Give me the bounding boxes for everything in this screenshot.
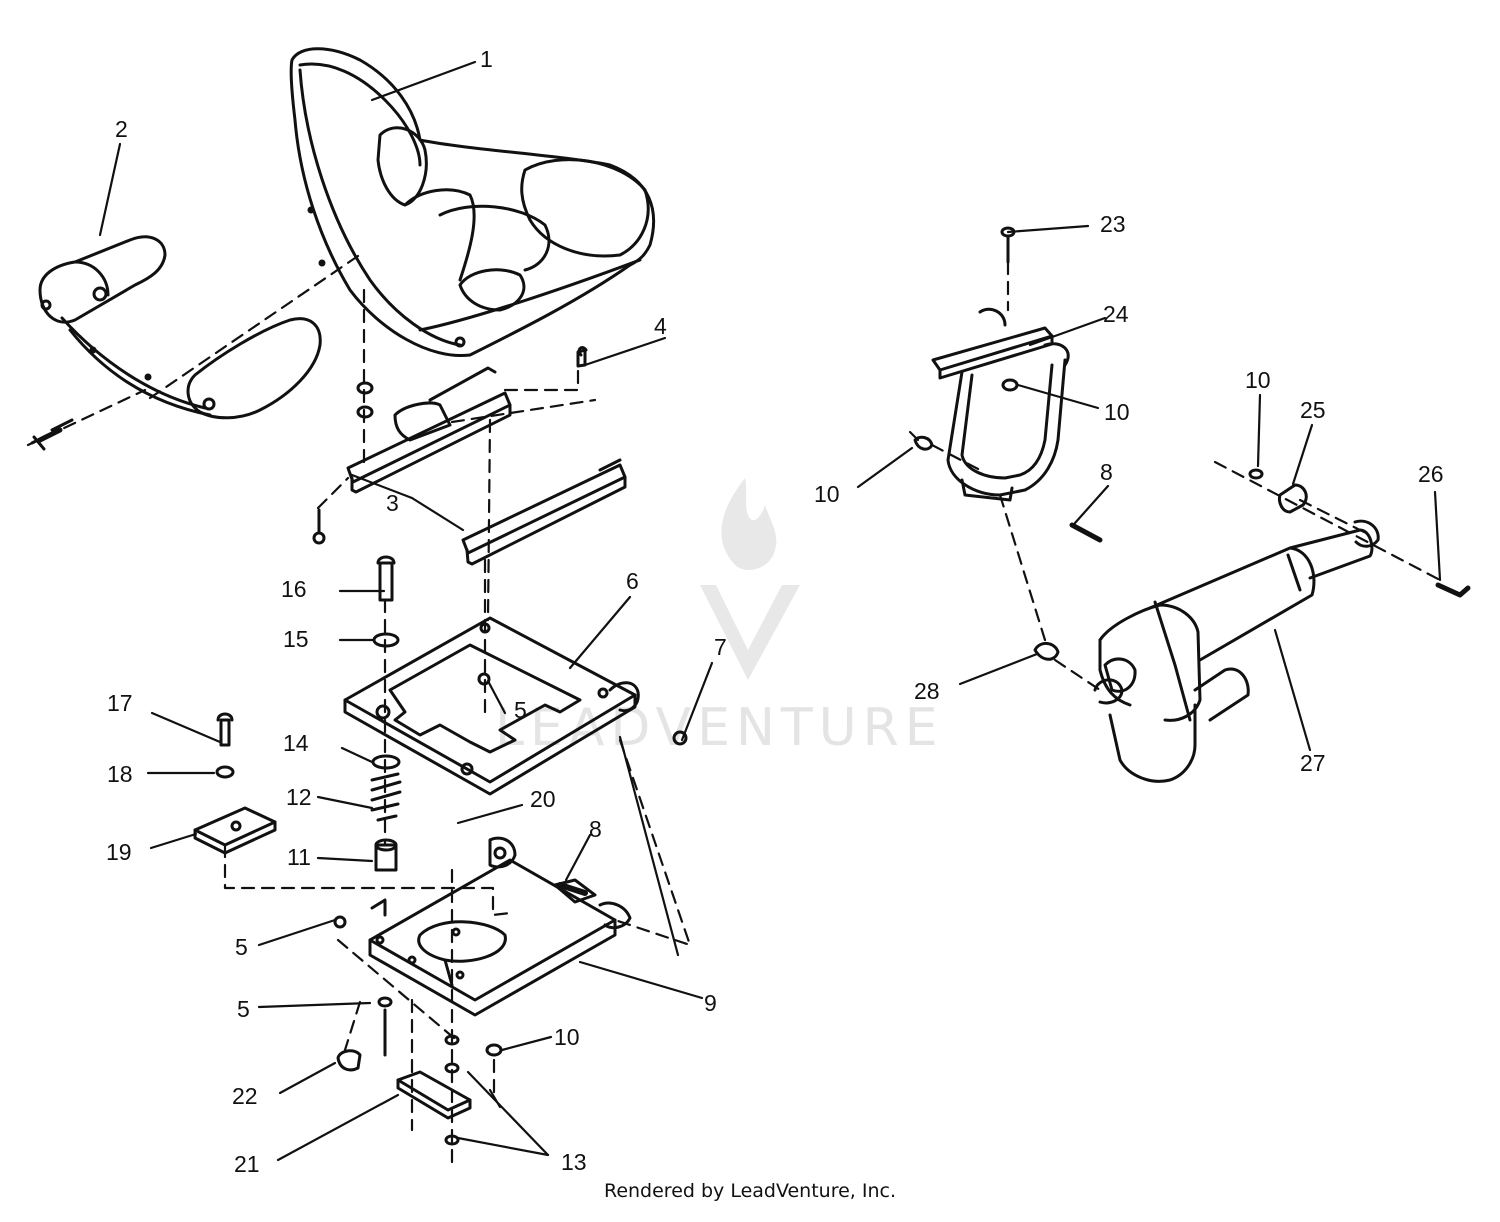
callout-labels: 1 2 3 4 5 5 5 5 6 7 8 8 9 10 10 10 10 11…: [106, 46, 1444, 1177]
callout-2: 2: [115, 116, 128, 142]
callout-20: 20: [530, 786, 556, 812]
callout-5b: 5: [235, 934, 248, 960]
callout-4: 4: [654, 313, 667, 339]
callout-1: 1: [480, 46, 493, 72]
callout-25: 25: [1300, 397, 1326, 423]
callout-3: 3: [386, 490, 399, 516]
callout-8a: 8: [589, 816, 602, 842]
callout-27: 27: [1300, 750, 1326, 776]
callout-23: 23: [1100, 211, 1126, 237]
callout-10c: 10: [814, 481, 840, 507]
bottom-hardware: [333, 730, 688, 1146]
assembly-center-lines: [26, 254, 1442, 1172]
callout-21: 21: [234, 1151, 260, 1177]
callout-14: 14: [283, 730, 309, 756]
callout-19: 19: [106, 839, 132, 865]
callout-24: 24: [1103, 301, 1129, 327]
callout-28: 28: [914, 678, 940, 704]
callout-5a: 5: [514, 697, 527, 723]
linear-actuator-part-27: [1093, 519, 1380, 783]
watermark-v-icon: [700, 585, 800, 680]
callout-10a: 10: [554, 1024, 580, 1050]
callout-26: 26: [1418, 461, 1444, 487]
callout-10b: 10: [1104, 399, 1130, 425]
bushing-parts: [1033, 468, 1471, 661]
seat-part-1: [289, 47, 656, 358]
watermark-flame-icon: [721, 478, 777, 570]
actuator-bracket-part-24: [913, 226, 1103, 543]
callout-5c: 5: [237, 996, 250, 1022]
seat-slide-rails-part-3: [346, 366, 627, 566]
leader-lines: [98, 60, 1442, 1162]
render-credit: Rendered by LeadVenture, Inc.: [603, 1180, 897, 1202]
armrest-assembly-part-2: [30, 235, 322, 451]
callout-9: 9: [704, 990, 717, 1016]
callout-11: 11: [287, 844, 311, 870]
callout-16: 16: [281, 576, 307, 602]
callout-12: 12: [286, 784, 312, 810]
callout-10d: 10: [1245, 367, 1271, 393]
callout-13: 13: [561, 1149, 587, 1175]
callout-22: 22: [232, 1083, 258, 1109]
callout-8b: 8: [1100, 459, 1113, 485]
callout-17: 17: [107, 690, 133, 716]
callout-6: 6: [626, 568, 639, 594]
swivel-base-plate-part-9: [368, 836, 632, 1017]
callout-15: 15: [283, 626, 309, 652]
callout-7: 7: [714, 634, 727, 660]
callout-18: 18: [107, 761, 133, 787]
